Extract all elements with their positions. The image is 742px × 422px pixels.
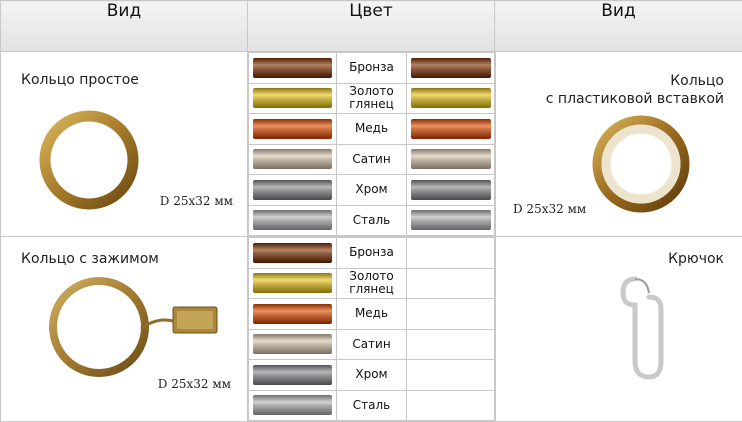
finish-label: Медь <box>337 114 407 145</box>
finish-sample-cell-right <box>407 205 496 236</box>
finish-label: Сталь <box>337 390 407 421</box>
rod-sample <box>253 119 332 139</box>
finish-sample-cell-right <box>407 114 496 145</box>
rod-sample <box>253 395 332 415</box>
cell-hook: Крючок <box>495 237 742 422</box>
ring-clip-dimension: D 25x32 мм <box>158 377 231 391</box>
ring-clip-image <box>1 237 248 420</box>
finish-sample-cell <box>249 114 337 145</box>
finish-sample-cell-right <box>407 144 496 175</box>
cell-ring-insert: Кольцо с пластиковой вставкой D 25x32 мм <box>495 52 742 237</box>
finish-label: Хром <box>337 175 407 206</box>
finish-sample-cell <box>249 268 337 299</box>
header-view-left: Вид <box>1 1 248 52</box>
rod-sample <box>253 58 332 78</box>
rod-sample <box>253 180 332 200</box>
rod-sample <box>253 149 332 169</box>
rod-sample <box>411 210 491 230</box>
finish-sample-cell-right <box>407 175 496 206</box>
finish-sample-cell-right <box>407 238 496 269</box>
cell-ring-simple: Кольцо простое D 25x32 мм <box>1 52 248 237</box>
rod-sample <box>411 180 491 200</box>
rod-sample <box>253 243 332 263</box>
rod-sample <box>253 365 332 385</box>
finish-sample-cell-right <box>407 390 496 421</box>
cell-ring-clip: Кольцо с зажимом D 25x32 мм <box>1 237 248 422</box>
finish-sample-cell-right <box>407 268 496 299</box>
finish-sample-cell <box>249 83 337 114</box>
finish-bottom-row: Медь <box>249 299 496 330</box>
finish-bottom-row: Хром <box>249 360 496 391</box>
rod-sample <box>411 88 491 108</box>
finish-sample-cell-right <box>407 83 496 114</box>
finish-sample-cell <box>249 329 337 360</box>
finish-sample-cell <box>249 390 337 421</box>
header-view-right: Вид <box>495 1 742 52</box>
finish-top-row: Золото глянец <box>249 83 496 114</box>
finish-top-row: Сатин <box>249 144 496 175</box>
rod-sample <box>253 210 332 230</box>
finish-label: Хром <box>337 360 407 391</box>
finish-top-row: Сталь <box>249 205 496 236</box>
finish-sample-cell <box>249 299 337 330</box>
finish-sample-cell-right <box>407 299 496 330</box>
rod-sample <box>411 149 491 169</box>
finish-sample-cell <box>249 360 337 391</box>
finish-sample-cell <box>249 53 337 84</box>
finish-label: Сталь <box>337 205 407 236</box>
finish-top-row: Медь <box>249 114 496 145</box>
finish-label: Медь <box>337 299 407 330</box>
header-color: Цвет <box>248 1 495 52</box>
finish-sample-cell <box>249 205 337 236</box>
finish-sample-cell <box>249 238 337 269</box>
finish-sample-cell <box>249 175 337 206</box>
finish-label: Сатин <box>337 144 407 175</box>
finish-top-row: Бронза <box>249 53 496 84</box>
rod-sample <box>411 58 491 78</box>
rod-sample <box>253 88 332 108</box>
hook-image <box>495 237 742 420</box>
ring-insert-dimension: D 25x32 мм <box>513 202 586 216</box>
finish-sample-cell <box>249 144 337 175</box>
finish-bottom-row: Сатин <box>249 329 496 360</box>
finish-bottom-row: Сталь <box>249 390 496 421</box>
finish-bottom-row: Золото глянец <box>249 268 496 299</box>
finish-label: Сатин <box>337 329 407 360</box>
finish-top-row: Хром <box>249 175 496 206</box>
rod-sample <box>411 119 491 139</box>
finish-label: Бронза <box>337 238 407 269</box>
rod-sample <box>253 334 332 354</box>
finish-sample-cell-right <box>407 53 496 84</box>
rod-sample <box>253 273 332 293</box>
finish-label: Золото глянец <box>337 83 407 114</box>
finish-label: Бронза <box>337 53 407 84</box>
finish-sample-cell-right <box>407 329 496 360</box>
rod-sample <box>253 304 332 324</box>
finish-bottom-row: Бронза <box>249 238 496 269</box>
finish-sample-cell-right <box>407 360 496 391</box>
finish-label: Золото глянец <box>337 268 407 299</box>
ring-simple-dimension: D 25x32 мм <box>160 194 233 208</box>
